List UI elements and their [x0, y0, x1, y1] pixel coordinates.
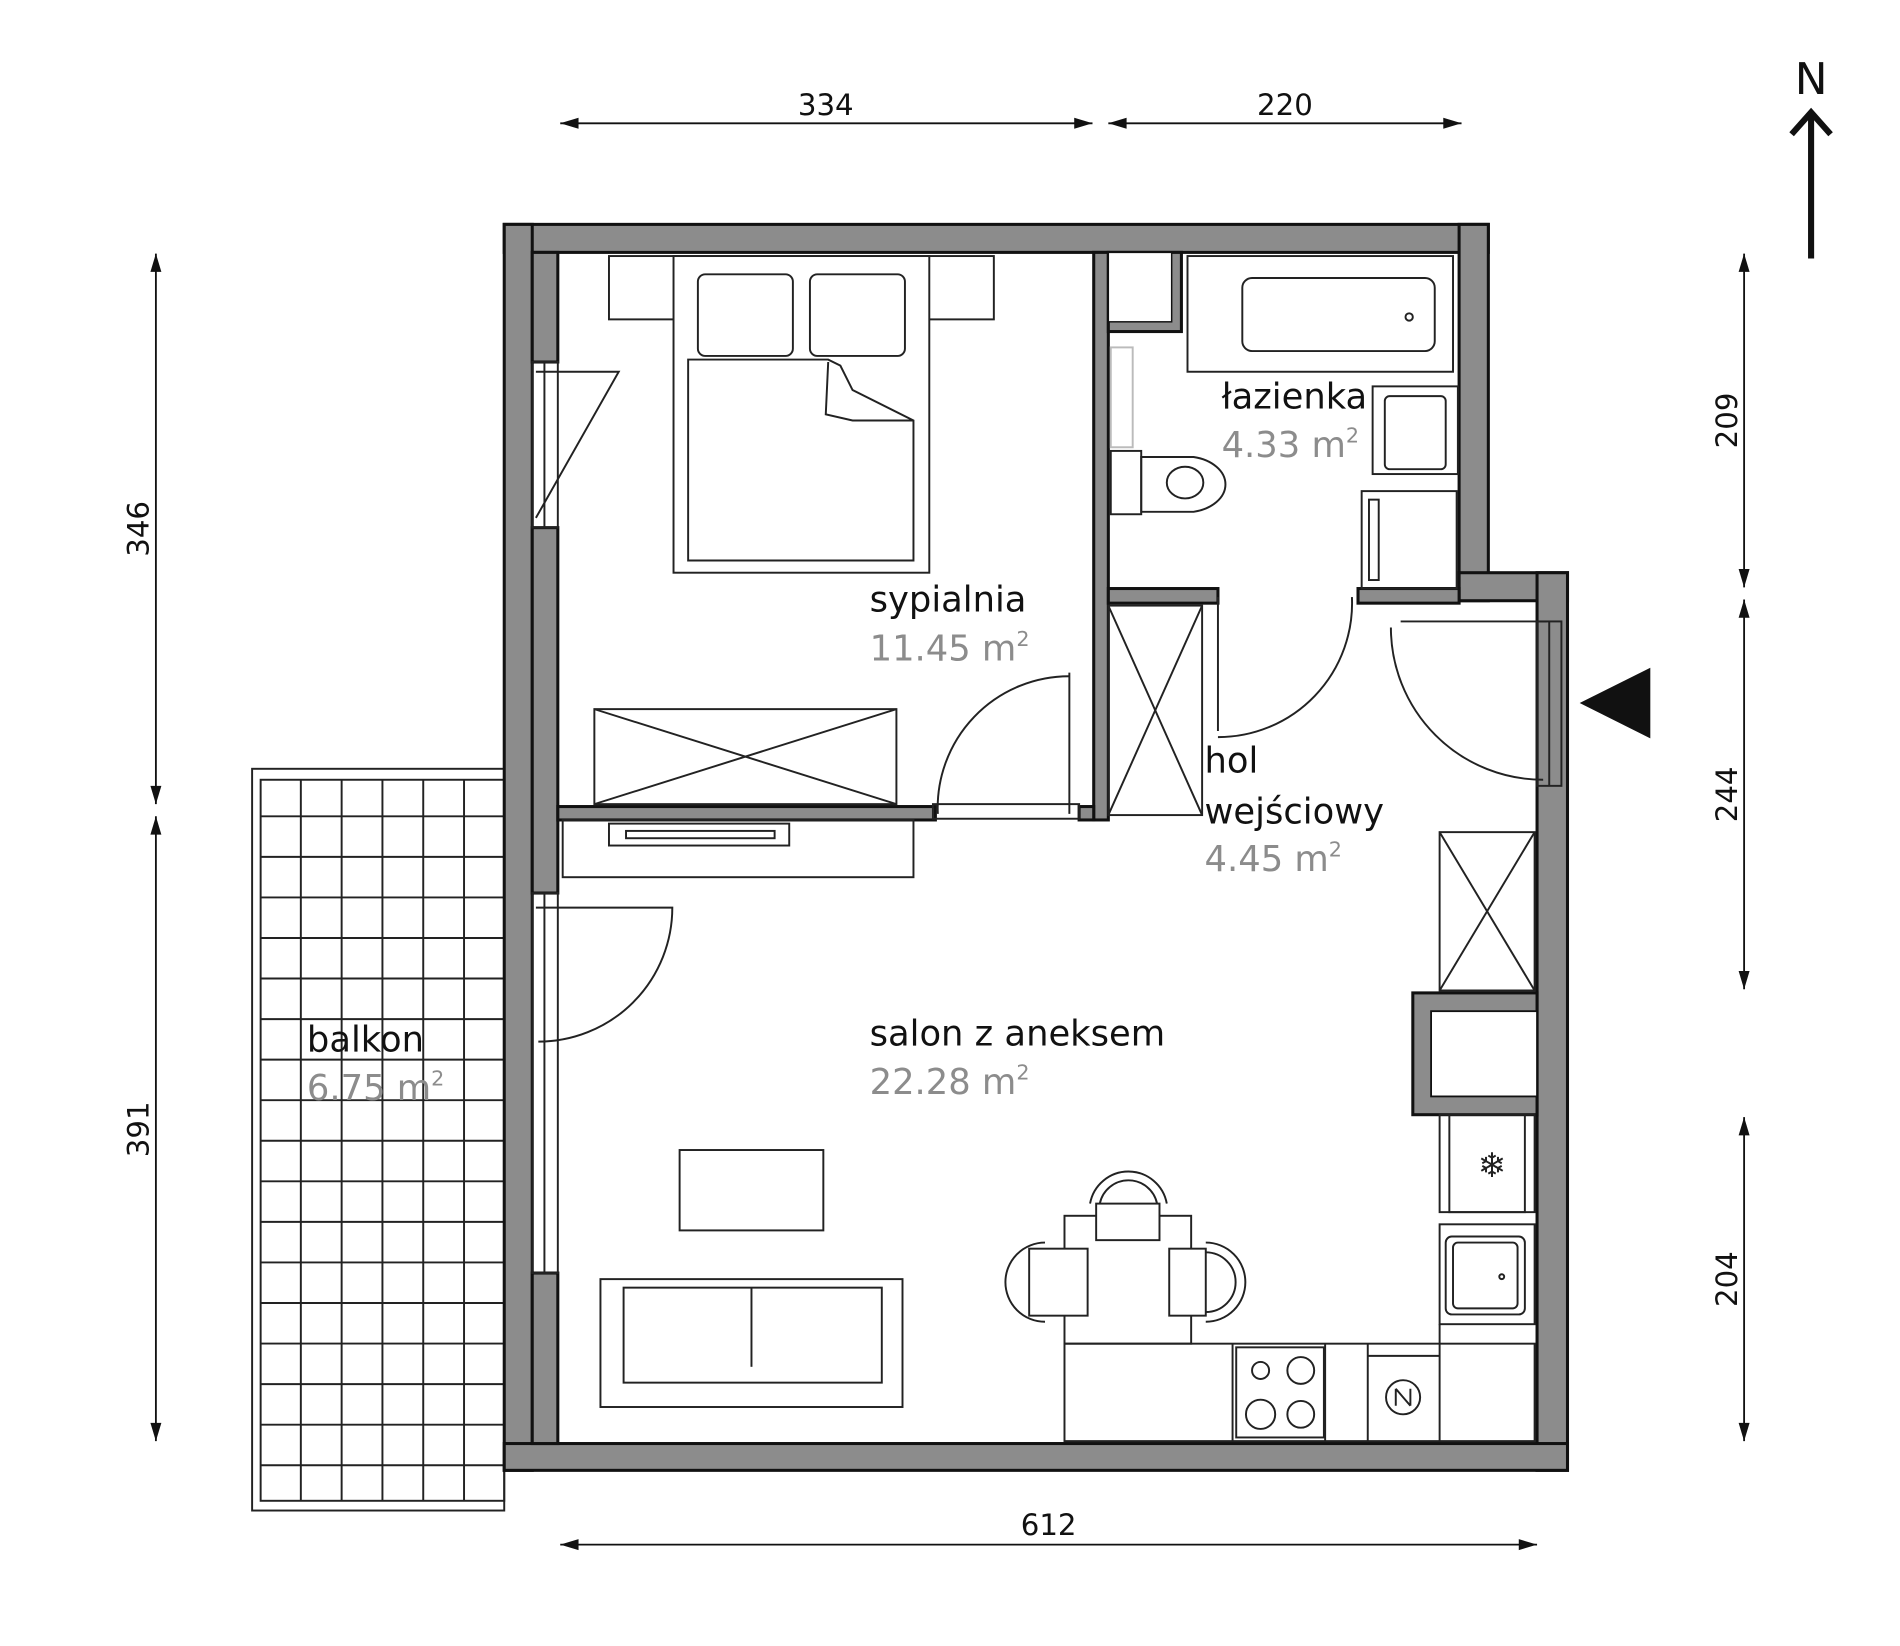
bathtub: [1186, 255, 1454, 373]
dimension-top-right: 220: [1257, 88, 1313, 122]
doors: [535, 370, 1547, 1043]
wardrobe-bedroom: [593, 708, 898, 806]
room-label-balcony: balkon 6.75 m2: [307, 1019, 444, 1109]
room-name: łazienka: [1222, 376, 1368, 417]
room-area: 6.75 m2: [307, 1066, 444, 1109]
hall-wardrobe: [1107, 604, 1204, 817]
toilet: [1109, 346, 1227, 516]
room-area: 22.28 m2: [870, 1060, 1030, 1103]
room-label-bedroom: sypialnia 11.45 m2: [870, 580, 1030, 670]
north-label: N: [1795, 54, 1828, 105]
washing-machine: [1360, 490, 1458, 590]
balcony: [251, 767, 506, 1512]
dimension-left-lower: 391: [122, 1101, 156, 1157]
room-label-bathroom: łazienka 4.33 m2: [1222, 376, 1368, 466]
room-label-living: salon z aneksem 22.28 m2: [870, 1013, 1166, 1103]
room-area: 4.45 m2: [1205, 837, 1342, 880]
freezer-icon: ❄: [1478, 1148, 1507, 1185]
dimension-right-2: 244: [1710, 766, 1744, 822]
dimension-right-1: 209: [1710, 393, 1744, 449]
entrance-marker-icon: [1579, 667, 1651, 739]
bed: [608, 255, 995, 574]
hall-cabinet: [1438, 831, 1536, 992]
sofa: [599, 1278, 904, 1408]
room-name: salon z aneksem: [870, 1013, 1166, 1054]
north-arrow: N: [1789, 54, 1833, 259]
dimension-lines: 334 220 612 346 391 209 244 204: [122, 88, 1750, 1551]
windows: [531, 361, 1563, 1275]
room-label-hall: hol wejściowy 4.45 m2: [1205, 740, 1384, 880]
dimension-top-left: 334: [798, 88, 854, 122]
room-name: balkon: [307, 1019, 424, 1060]
dimension-bottom: 612: [1021, 1508, 1077, 1542]
dimension-right-3: 204: [1710, 1251, 1744, 1307]
room-name: sypialnia: [870, 580, 1027, 621]
dimension-left-upper: 346: [122, 501, 156, 557]
washbasin: [1371, 385, 1459, 476]
dining-set: [1004, 1170, 1247, 1345]
tv-unit: [561, 818, 915, 879]
room-name: hol: [1205, 740, 1259, 781]
walls: [502, 222, 1570, 1472]
coffee-table: [678, 1149, 825, 1232]
room-area: 4.33 m2: [1222, 423, 1359, 466]
room-name: wejściowy: [1205, 792, 1384, 833]
room-area: 11.45 m2: [870, 627, 1030, 670]
kitchen: ❄: [1063, 1113, 1536, 1443]
